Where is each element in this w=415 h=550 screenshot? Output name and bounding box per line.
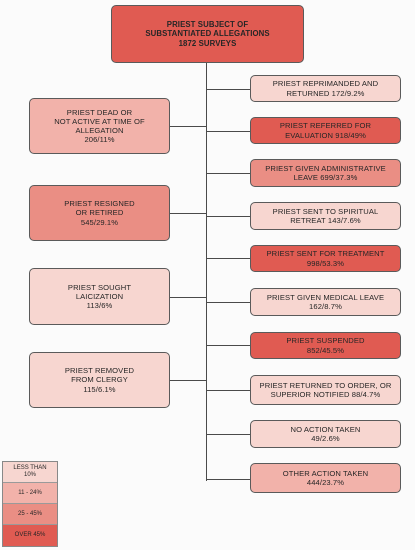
node-no-action-taken: NO ACTION TAKEN 49/2.6% [250, 420, 401, 448]
trunk-line [206, 63, 207, 481]
node-spiritual-retreat: PRIEST SENT TO SPIRITUAL RETREAT 143/7.6… [250, 202, 401, 230]
node-value: 113/6% [86, 301, 113, 311]
node-label-line-1: PRIEST SENT FOR TREATMENT [266, 249, 385, 259]
node-label-line-1: PRIEST RETURNED TO ORDER, OR [259, 380, 392, 390]
legend-25-to-45: 25 - 45% [3, 504, 57, 525]
node-value: 49/2.6% [311, 434, 340, 443]
node-label-line-2: NOT ACTIVE AT TIME OF [54, 116, 145, 126]
connector-right-9 [206, 434, 250, 435]
connector-left-1 [170, 126, 207, 127]
node-medical-leave: PRIEST GIVEN MEDICAL LEAVE 162/8.7% [250, 288, 401, 316]
connector-right-7 [206, 345, 250, 346]
node-label-line-1: NO ACTION TAKEN [290, 424, 361, 434]
connector-right-3 [206, 173, 250, 174]
legend-less-than-10-line-1: LESS THAN [13, 465, 47, 472]
node-value: 545/29.1% [80, 217, 119, 227]
node-label-line-2: SUPERIOR NOTIFIED 88/4.7% [270, 390, 381, 399]
connector-left-2 [170, 213, 207, 214]
connector-left-3 [170, 297, 207, 298]
node-value: 115/6.1% [83, 384, 116, 394]
node-resigned-or-retired: PRIEST RESIGNED OR RETIRED 545/29.1% [29, 185, 170, 241]
connector-right-6 [206, 302, 250, 303]
node-label-line-1: PRIEST REPRIMANDED AND [272, 79, 379, 89]
node-label-line-1: OTHER ACTION TAKEN [282, 468, 369, 478]
node-label-line-1: PRIEST REMOVED [64, 366, 135, 376]
node-value: 206/11% [84, 135, 115, 145]
node-label-line-1: PRIEST SENT TO SPIRITUAL [272, 206, 379, 216]
node-label-line-3: ALLEGATION [75, 126, 124, 135]
node-label-line-1: PRIEST REFERRED FOR [279, 121, 372, 131]
legend-11-to-24: 11 - 24% [3, 483, 57, 504]
node-returned-to-order: PRIEST RETURNED TO ORDER, OR SUPERIOR NO… [250, 375, 401, 405]
legend-less-than-10-line-2: 10% [23, 472, 36, 478]
node-value: 998/53.3% [306, 258, 345, 268]
connector-left-4 [170, 380, 207, 381]
node-label-line-2: LEAVE 699/37.3% [293, 173, 358, 182]
node-label-line-2: RETREAT 143/7.6% [290, 216, 361, 225]
node-value: 162/8.7% [309, 302, 342, 311]
root-line-2: SUBSTANTIATED ALLEGATIONS [145, 29, 270, 39]
node-label-line-1: PRIEST SUSPENDED [286, 336, 365, 346]
node-suspended: PRIEST SUSPENDED 852/45.5% [250, 332, 401, 359]
node-sent-for-treatment: PRIEST SENT FOR TREATMENT 998/53.3% [250, 245, 401, 272]
node-administrative-leave: PRIEST GIVEN ADMINISTRATIVE LEAVE 699/37… [250, 159, 401, 187]
connector-right-4 [206, 216, 250, 217]
node-label-line-2: FROM CLERGY [71, 375, 128, 385]
node-dead-or-not-active: PRIEST DEAD OR NOT ACTIVE AT TIME OF ALL… [29, 98, 170, 154]
node-label-line-1: PRIEST SOUGHT [67, 282, 132, 292]
node-value: 852/45.5% [306, 345, 345, 355]
node-referred-for-evaluation: PRIEST REFERRED FOR EVALUATION 918/49% [250, 117, 401, 144]
node-removed-from-clergy: PRIEST REMOVED FROM CLERGY 115/6.1% [29, 352, 170, 408]
connector-right-2 [206, 131, 250, 132]
node-label-line-2: RETURNED 172/9.2% [286, 88, 365, 98]
node-label-line-2: OR RETIRED [75, 208, 124, 218]
node-other-action-taken: OTHER ACTION TAKEN 444/23.7% [250, 463, 401, 493]
node-value: 444/23.7% [306, 478, 345, 487]
legend-over-45: OVER 45% [3, 525, 57, 546]
node-label-line-1: PRIEST DEAD OR [66, 107, 133, 117]
root-node: PRIEST SUBJECT OF SUBSTANTIATED ALLEGATI… [111, 5, 304, 63]
node-label-line-1: PRIEST GIVEN ADMINISTRATIVE [265, 163, 386, 173]
color-legend: LESS THAN 10% 11 - 24% 25 - 45% OVER 45% [2, 461, 58, 547]
connector-right-5 [206, 258, 250, 259]
node-label-line-1: PRIEST GIVEN MEDICAL LEAVE [266, 292, 385, 302]
node-reprimanded-and-returned: PRIEST REPRIMANDED AND RETURNED 172/9.2% [250, 75, 401, 102]
node-sought-laicization: PRIEST SOUGHT LAICIZATION 113/6% [29, 268, 170, 325]
root-line-3: 1872 SURVEYS [178, 38, 237, 48]
connector-right-10 [206, 479, 250, 480]
node-label-line-1: PRIEST RESIGNED [64, 199, 135, 209]
connector-right-8 [206, 390, 250, 391]
root-line-1: PRIEST SUBJECT OF [166, 19, 249, 29]
node-label-line-2: EVALUATION 918/49% [285, 130, 366, 140]
node-label-line-2: LAICIZATION [75, 291, 124, 301]
connector-right-1 [206, 89, 250, 90]
legend-less-than-10: LESS THAN 10% [3, 462, 57, 483]
